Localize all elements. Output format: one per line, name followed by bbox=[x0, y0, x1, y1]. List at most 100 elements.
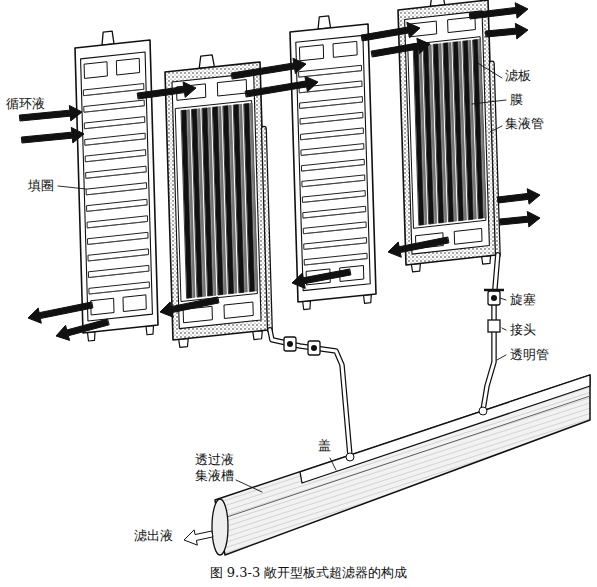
outlet-pipe-bore bbox=[270, 330, 350, 456]
trough-cover bbox=[300, 375, 590, 483]
slat-shade bbox=[301, 118, 363, 124]
collection-trough bbox=[212, 375, 590, 555]
plate-stack bbox=[75, 0, 498, 347]
pipe-coupling-stem bbox=[311, 345, 317, 351]
slat-shade bbox=[84, 106, 144, 112]
packing-slat bbox=[87, 216, 147, 228]
part-label: 滤出液 bbox=[134, 528, 173, 544]
collecting-tube-bore bbox=[264, 129, 270, 330]
slat-shade bbox=[87, 205, 147, 211]
trough-liquid bbox=[218, 396, 590, 520]
slat-shade bbox=[89, 271, 149, 277]
packing-slat bbox=[88, 249, 148, 261]
flow-port bbox=[455, 228, 482, 244]
slat-shade bbox=[301, 149, 363, 155]
flow-arrow bbox=[371, 38, 430, 57]
flow-port bbox=[300, 45, 324, 61]
packing-slat bbox=[86, 183, 146, 195]
slat-shade bbox=[299, 71, 361, 77]
flow-arrow bbox=[56, 319, 109, 340]
slat-shade bbox=[88, 238, 148, 244]
figure-caption: 图 9.3-3 敞开型板式超滤器的构成 bbox=[210, 564, 408, 582]
trough-open-end bbox=[212, 499, 228, 555]
slat-shade bbox=[300, 102, 362, 108]
slat-shade bbox=[86, 172, 146, 178]
filter-plate bbox=[398, 0, 498, 272]
flow-arrow bbox=[28, 302, 93, 323]
slat-shade bbox=[85, 139, 145, 145]
packing-slat bbox=[301, 128, 364, 140]
slat-shade bbox=[89, 288, 149, 294]
part-label: 循环液 bbox=[6, 96, 45, 112]
packing-slat bbox=[88, 232, 148, 244]
leader-line bbox=[500, 298, 506, 300]
packing-slat bbox=[86, 166, 146, 178]
part-label: 盖 bbox=[318, 438, 331, 454]
plate-body bbox=[75, 40, 158, 333]
part-label: 膜 bbox=[510, 92, 523, 108]
flow-port bbox=[333, 41, 357, 57]
leader-line bbox=[58, 186, 86, 189]
slat-shade bbox=[87, 188, 147, 194]
packing-slat bbox=[300, 112, 363, 124]
plate-inner bbox=[172, 73, 261, 328]
packing-slat bbox=[302, 159, 365, 171]
trough-body bbox=[215, 375, 590, 555]
packing-slat bbox=[299, 65, 362, 77]
leader-lines bbox=[58, 62, 506, 492]
flow-arrow bbox=[470, 3, 528, 19]
stopcock-handle bbox=[484, 289, 504, 292]
packing-slat bbox=[87, 199, 147, 211]
flow-port bbox=[84, 62, 107, 79]
flow-arrow bbox=[388, 237, 449, 257]
slat-shade bbox=[304, 227, 366, 233]
leader-line bbox=[472, 100, 506, 104]
part-label: 透过液 集液槽 bbox=[193, 452, 236, 483]
flow-port bbox=[224, 302, 253, 318]
flow-arrow bbox=[138, 82, 196, 99]
flow-arrow bbox=[160, 297, 219, 317]
part-label: 旋塞 bbox=[510, 292, 536, 308]
flow-arrow bbox=[292, 269, 351, 288]
packing-slat bbox=[84, 100, 144, 112]
pipe-coupling bbox=[488, 320, 500, 332]
packing-slat bbox=[305, 253, 368, 265]
flow-port bbox=[218, 80, 247, 96]
membrane-field bbox=[176, 101, 258, 302]
leader-line bbox=[497, 355, 506, 360]
collecting-tube bbox=[492, 64, 498, 255]
packing-slat bbox=[84, 84, 144, 96]
slat-shade bbox=[303, 196, 365, 202]
plate-tab bbox=[102, 31, 114, 45]
stopcock bbox=[284, 337, 296, 351]
packing-slat bbox=[301, 144, 364, 156]
flow-arrow bbox=[486, 23, 528, 39]
packing-slat bbox=[304, 238, 367, 250]
part-label: 集液管 bbox=[505, 116, 544, 132]
flow-arrow bbox=[232, 58, 306, 79]
slat-shade bbox=[305, 259, 367, 265]
part-label: 滤板 bbox=[505, 68, 531, 84]
packing-slat bbox=[89, 265, 149, 277]
part-label: 接头 bbox=[510, 322, 536, 338]
membrane-field bbox=[408, 37, 486, 229]
outflow-arrow bbox=[184, 530, 213, 545]
packing-slat bbox=[86, 150, 146, 162]
leader-line bbox=[502, 328, 506, 330]
packing-slat bbox=[85, 117, 145, 129]
leader-line bbox=[476, 62, 502, 78]
stopcock bbox=[488, 291, 500, 305]
flow-port bbox=[91, 298, 114, 315]
slat-shade bbox=[86, 155, 146, 161]
collecting-tube-bore bbox=[492, 64, 498, 255]
flow-arrow bbox=[22, 127, 84, 143]
outlet-pipe bbox=[270, 330, 350, 456]
slat-shade bbox=[304, 243, 366, 249]
spacer-frame bbox=[75, 31, 158, 341]
slat-shade bbox=[88, 221, 148, 227]
membrane-strip-edge bbox=[250, 103, 258, 291]
slat-shade bbox=[301, 133, 363, 139]
inlet-hole bbox=[346, 453, 354, 461]
flow-port bbox=[117, 58, 140, 75]
